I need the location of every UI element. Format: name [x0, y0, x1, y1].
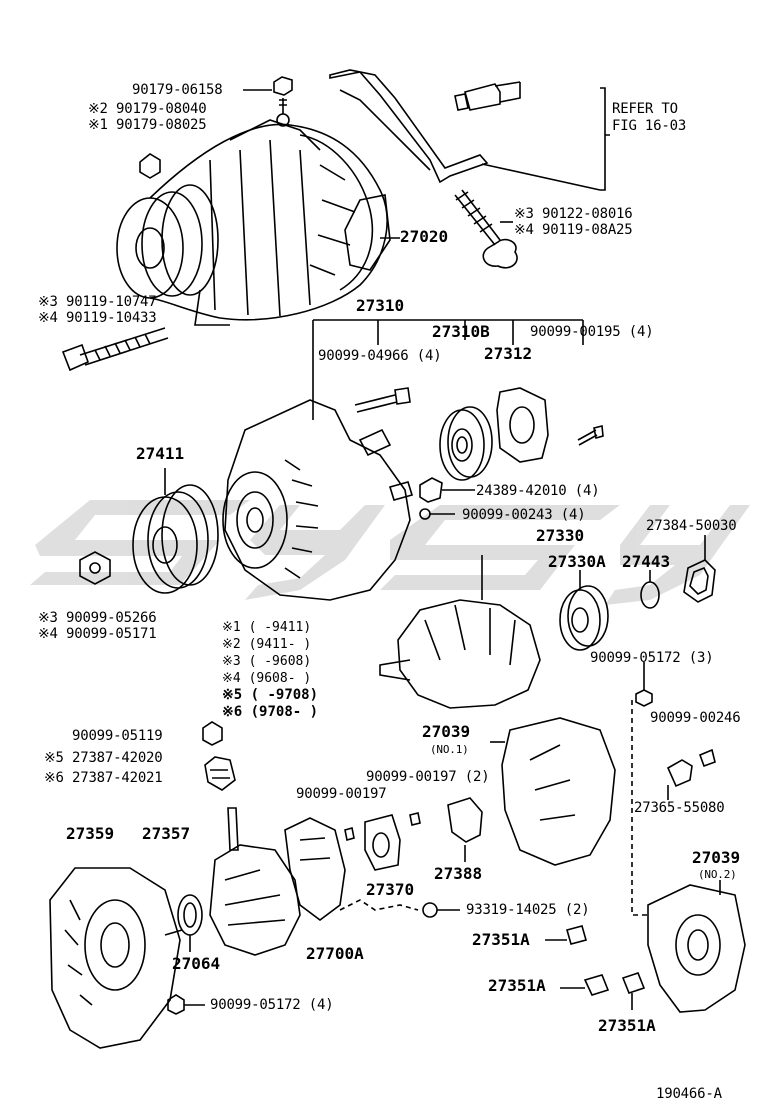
part-label: ※3 90099-05266	[38, 610, 157, 626]
part-label: 90099-00246	[650, 710, 741, 726]
legend-row: ※2 (9411- )	[222, 637, 312, 652]
part-label: ※4 90119-08A25	[514, 222, 633, 238]
nut-90179-06158	[273, 76, 293, 96]
part-label: 27351A	[488, 976, 546, 995]
bearing-27310B	[439, 406, 493, 481]
part-label: 90099-00243 (4)	[462, 507, 586, 523]
bolt-90119-10747	[61, 327, 169, 372]
nut-90099-05266	[79, 551, 111, 585]
part-label: 27357	[142, 824, 191, 843]
rear-end-cover-no2	[647, 880, 746, 1013]
screw-90099-00243	[419, 508, 455, 520]
bushing-27351A-2	[560, 974, 610, 996]
part-label: 93319-14025 (2)	[466, 902, 590, 918]
pulley-27411	[132, 468, 219, 594]
retainer-27312	[496, 387, 549, 463]
bracket	[329, 69, 489, 271]
drive-end-frame	[222, 399, 414, 601]
alternator-assembly	[116, 98, 388, 326]
holder-27388	[447, 797, 483, 862]
part-label: 27064	[172, 954, 221, 973]
part-label: 27020	[400, 227, 449, 246]
part-label: 27411	[136, 444, 185, 463]
part-label: ※4 90099-05171	[38, 626, 157, 642]
part-label: ※5 27387-42020	[44, 750, 163, 766]
part-label-sub: (NO.2)	[698, 868, 737, 881]
insulator-24389	[419, 477, 475, 503]
part-label: ※1 90179-08025	[88, 117, 207, 133]
bearing-27330A	[559, 570, 609, 651]
legend-row: ※5 ( -9708)	[222, 687, 319, 703]
part-label: 27370	[366, 880, 415, 899]
refer-text-2: FIG 16-03	[612, 118, 687, 134]
bushing-27351A-1	[545, 925, 587, 945]
part-label: 90099-00197	[296, 786, 387, 802]
legend-row: ※3 ( -9608)	[222, 654, 312, 669]
nut-90099-05119	[202, 721, 223, 746]
bolt-90122-08016	[454, 189, 518, 269]
part-label: 27330A	[548, 552, 606, 571]
part-label: 27330	[536, 526, 585, 545]
legend-row: ※6 (9708- )	[222, 704, 319, 720]
part-label: ※2 90179-08040	[88, 101, 207, 117]
part-label: 27365-55080	[634, 800, 725, 816]
part-label: 90099-04966 (4)	[318, 348, 442, 364]
cover-27387	[204, 756, 236, 791]
refer-text-1: REFER TO	[612, 101, 678, 117]
date-legend: ※1 ( -9411) ※2 (9411- ) ※3 ( -9608) ※4 (…	[222, 619, 318, 721]
part-label: ※4 90119-10433	[38, 310, 157, 326]
nut-90099-05172-4	[167, 994, 205, 1015]
nut-90099-05172-3	[635, 662, 653, 707]
bolt-90099-04966	[354, 387, 411, 413]
part-label: 27384-50030	[646, 518, 737, 534]
brush-27370	[364, 814, 401, 871]
terminal-27365-55080	[666, 748, 716, 800]
bracket-refer	[600, 87, 610, 191]
regulator-27357	[209, 807, 301, 956]
cover-27443	[640, 570, 660, 609]
part-label: 90099-00197 (2)	[366, 769, 490, 785]
part-label: 27388	[434, 864, 483, 883]
seal-27384-50030	[683, 535, 716, 603]
part-label: ※3 90122-08016	[514, 206, 633, 222]
seal-27064	[177, 894, 203, 952]
part-label: 90099-05172 (4)	[210, 997, 334, 1013]
rear-end-cover-no1	[490, 717, 616, 866]
dashed-leader	[631, 700, 650, 916]
part-label: ※3 90119-10747	[38, 294, 157, 310]
part-label: 27351A	[598, 1016, 656, 1035]
rear-frame-27359	[49, 867, 183, 1049]
part-label: 27443	[622, 552, 671, 571]
part-label: 24389-42010 (4)	[476, 483, 600, 499]
leader	[481, 163, 601, 191]
part-label-sub: (NO.1)	[430, 743, 469, 756]
part-label: 90099-05119	[72, 728, 163, 744]
bushing-27351A-3	[621, 972, 646, 1010]
part-label: ※6 27387-42021	[44, 770, 163, 786]
screw-90099-00195	[577, 424, 604, 446]
part-label: 90179-06158	[132, 82, 223, 98]
group-27310-bracket	[312, 319, 584, 420]
part-label: 90099-00195 (4)	[530, 324, 654, 340]
part-label: 27310	[356, 296, 405, 315]
bolt-refer	[454, 81, 521, 111]
figure-id: 190466-A	[656, 1086, 722, 1102]
rotor-27330	[379, 555, 541, 709]
part-label: 90099-05172 (3)	[590, 650, 714, 666]
legend-row: ※1 ( -9411)	[222, 620, 312, 635]
part-label: 27039	[692, 848, 741, 867]
part-label: 27039	[422, 722, 471, 741]
nut-90179-08040	[139, 153, 161, 179]
legend-row: ※4 (9608- )	[222, 671, 312, 686]
part-label: 27351A	[472, 930, 530, 949]
part-label: 27312	[484, 344, 533, 363]
spring-93319	[422, 902, 460, 918]
part-label: 27700A	[306, 944, 364, 963]
screw-90099-00197	[344, 812, 421, 842]
part-label: 27359	[66, 824, 115, 843]
part-label: 27310B	[432, 322, 490, 341]
brush-holder-27700A	[284, 817, 346, 921]
dashed-leader-2	[339, 899, 419, 911]
